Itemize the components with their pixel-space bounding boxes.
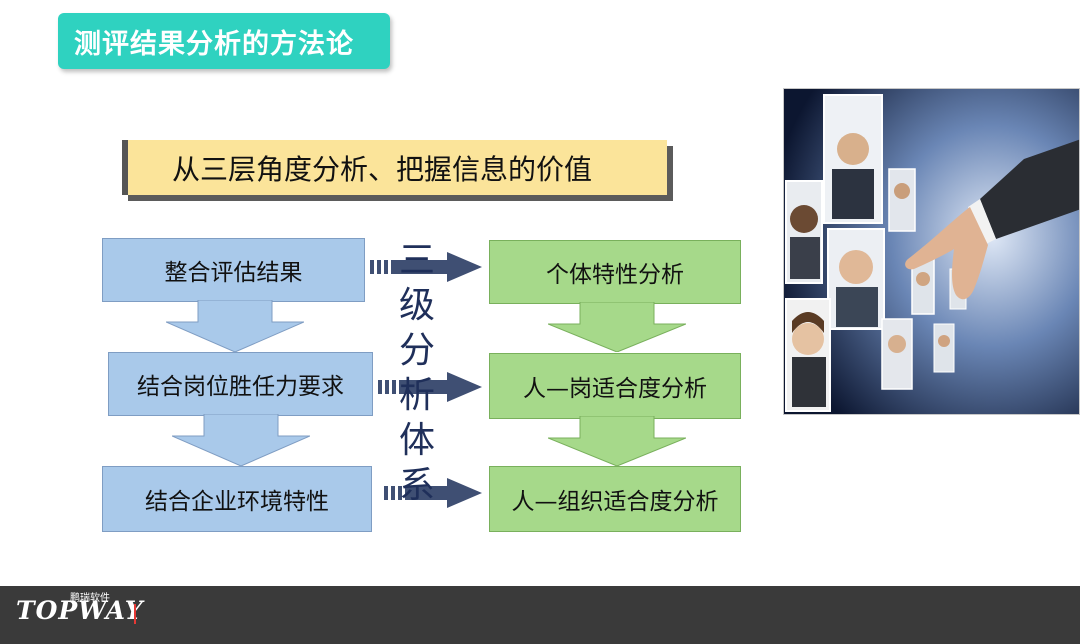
portrait-card (881, 318, 913, 390)
right-arrow-3 (384, 478, 482, 508)
pointing-hand (905, 207, 988, 300)
left-box-job-competency: 结合岗位胜任力要求 (108, 352, 373, 416)
subtitle-text: 从三层角度分析、把握信息的价值 (172, 152, 593, 186)
vertical-char: 体 (398, 420, 435, 461)
portrait-card (785, 298, 831, 412)
right-arrow-2 (378, 372, 482, 402)
portrait-card (823, 94, 883, 224)
vertical-char: 级 (398, 285, 435, 326)
footer-divider (134, 604, 136, 624)
right-down-arrow-1 (548, 302, 686, 352)
page-title: 测评结果分析的方法论 (58, 13, 390, 69)
portrait-card (933, 323, 955, 373)
left-down-arrow-1 (166, 300, 304, 352)
portrait-card (785, 180, 823, 284)
vertical-char: 分 (398, 330, 435, 371)
left-box-enterprise-env: 结合企业环境特性 (102, 466, 372, 532)
right-box-person-org-fit: 人—组织适合度分析 (489, 466, 741, 532)
right-box-person-job-fit: 人—岗适合度分析 (489, 353, 741, 419)
right-box-label: 人—岗适合度分析 (523, 376, 707, 402)
shirt-cuff (968, 199, 996, 245)
vertical-label-three-level-system: 三 级 分 析 体 系 (392, 238, 442, 508)
vertical-char: 析 (398, 375, 435, 416)
left-box-label: 整合评估结果 (164, 260, 303, 286)
topway-logo: TOPWAY (16, 596, 144, 625)
right-box-individual-traits: 个体特性分析 (489, 240, 741, 304)
subtitle-banner: 从三层角度分析、把握信息的价值 (122, 140, 667, 195)
photo-hand-selecting-portraits (783, 88, 1080, 415)
left-box-label: 结合企业环境特性 (145, 489, 329, 515)
right-box-label: 人—组织适合度分析 (511, 489, 719, 515)
left-box-label: 结合岗位胜任力要求 (137, 374, 344, 400)
right-down-arrow-2 (548, 416, 686, 466)
vertical-char: 系 (398, 465, 435, 506)
suit-sleeve (980, 139, 1079, 239)
right-box-label: 个体特性分析 (546, 262, 684, 288)
footer-logo-cn: 鹏瑞软件 (70, 593, 110, 604)
left-box-integrate-results: 整合评估结果 (102, 238, 365, 302)
portrait-card (827, 228, 885, 330)
photo-illustration (784, 89, 1079, 414)
right-arrow-1 (370, 252, 482, 282)
portrait-card (911, 258, 935, 315)
left-down-arrow-2 (172, 414, 310, 466)
vertical-char: 三 (398, 240, 435, 281)
portrait-card (888, 168, 916, 232)
footer-bar: 鹏瑞软件 TOPWAY (0, 586, 1080, 644)
